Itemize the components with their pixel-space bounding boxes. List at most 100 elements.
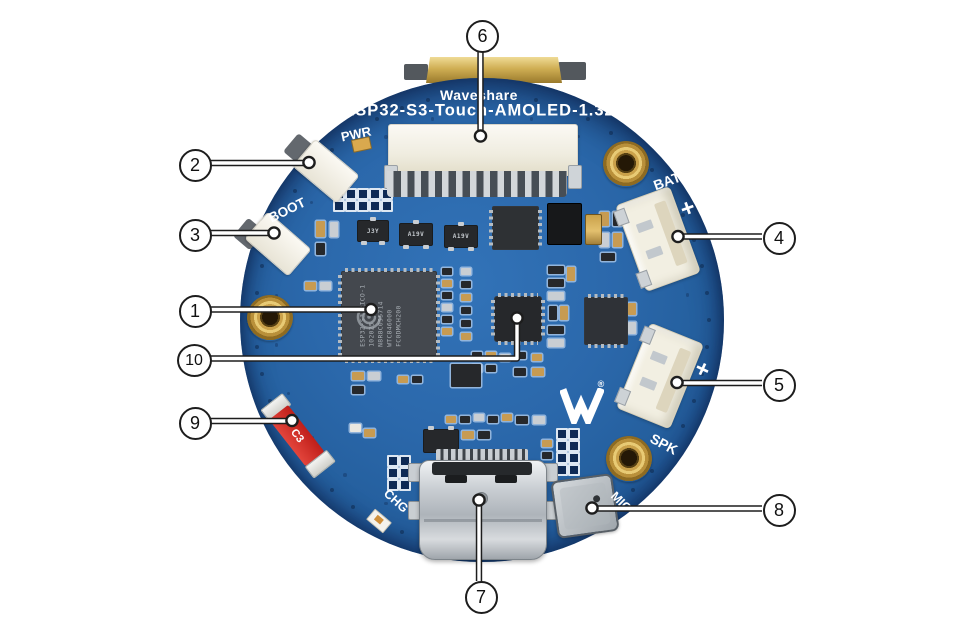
via-dot [452,92,457,97]
passive-component [500,354,510,361]
via-dot [534,97,539,102]
pin [403,245,409,249]
transistor-label: A19V [407,231,425,238]
via-dot [399,530,404,535]
via-dot [681,423,685,428]
plated-pad [345,188,357,200]
callout-1: 1 [178,295,212,328]
transistor-label: A19V [452,233,470,240]
passive-component [548,266,564,274]
passive-component [516,416,528,424]
passive-component [486,352,496,359]
passive-component [442,292,452,299]
via-dot [630,487,635,492]
via-dot [692,237,697,242]
via-dot [430,117,435,121]
pin [379,241,385,245]
passive-component [350,424,361,432]
passive-component [442,280,452,287]
callout-9: 9 [178,406,212,440]
via-dot [279,212,283,217]
transistor-j3y: J3Y [357,217,389,245]
via-dot [293,189,298,193]
passive-component [460,416,470,423]
mount-hole-bottom-right [606,436,652,482]
pin [448,426,454,430]
passive-component [488,416,498,423]
pin [428,426,434,430]
plated-pad [556,452,568,464]
passive-component [516,352,526,359]
plated-pad [333,200,345,212]
passive-component [600,212,609,226]
plated-pad [568,452,580,464]
soic8-pins-top [588,294,624,298]
esp32-marking-line: N8R8C055714 [376,301,385,347]
usb-c-port [419,460,547,560]
plated-pad [387,467,399,479]
soic8-upper-pins-left [489,210,493,246]
waveshare-logo-icon [560,388,604,424]
via-dot [384,501,388,506]
c3-label: C3 [287,426,306,445]
callout-10: 10 [176,344,212,377]
passive-component [533,416,545,424]
passive-component [462,431,474,439]
plated-pad [369,200,381,212]
passive-component [461,333,471,340]
via-dot [259,263,264,268]
via-dot [309,200,314,205]
passive-component [442,316,452,323]
passive-component [352,386,364,394]
passive-component [478,431,490,439]
display-fpc-connector [388,124,578,176]
via-dot [329,487,334,492]
callout-10-number: 10 [185,351,203,369]
jst-pin [635,219,654,234]
via-dot [343,473,347,477]
passive-component [486,365,496,372]
jst-pin [639,376,658,391]
callout-1-number: 1 [189,301,200,321]
passive-component [320,282,331,290]
plated-pad [556,428,568,440]
usb-hole [475,492,488,505]
passive-component [368,372,380,380]
callout-2-number: 2 [189,154,200,175]
passive-component [549,306,557,320]
passive-component [316,221,325,237]
soic8-ic-right [584,294,628,348]
passive-component [442,328,452,335]
via-dot [425,97,430,102]
passive-component [542,452,552,459]
via-dot [254,290,259,295]
via-dot [560,105,565,110]
usb-nub [495,475,517,483]
fpc-tab-right [568,165,582,189]
via-dot [384,135,388,139]
transistor-a19v-2: A19V [444,222,478,251]
via-dot [267,398,272,403]
passive-component [398,376,408,383]
via-dot [374,117,379,121]
silkscreen-product: ESP32-S3-Touch-AMOLED-1.32 [343,101,615,120]
qfn-pins-right [541,300,545,338]
pin [468,247,474,251]
passive-component [502,414,512,421]
callout-8-number: 8 [773,500,784,520]
via-dot [585,117,590,121]
passive-component [472,352,482,359]
plated-pad [387,455,399,467]
via-dot [329,148,334,153]
pin [423,245,429,249]
transistor-label: J3Y [366,227,380,235]
pin [413,220,419,224]
esp32-marking-line: FC0DMCH200 [394,305,403,347]
via-dot [649,167,654,172]
plated-pad [381,200,393,212]
via-dot [666,447,671,451]
passive-component [442,304,452,311]
plated-pad [556,440,568,452]
callout-7-number: 7 [475,587,486,607]
passive-component [305,282,316,290]
